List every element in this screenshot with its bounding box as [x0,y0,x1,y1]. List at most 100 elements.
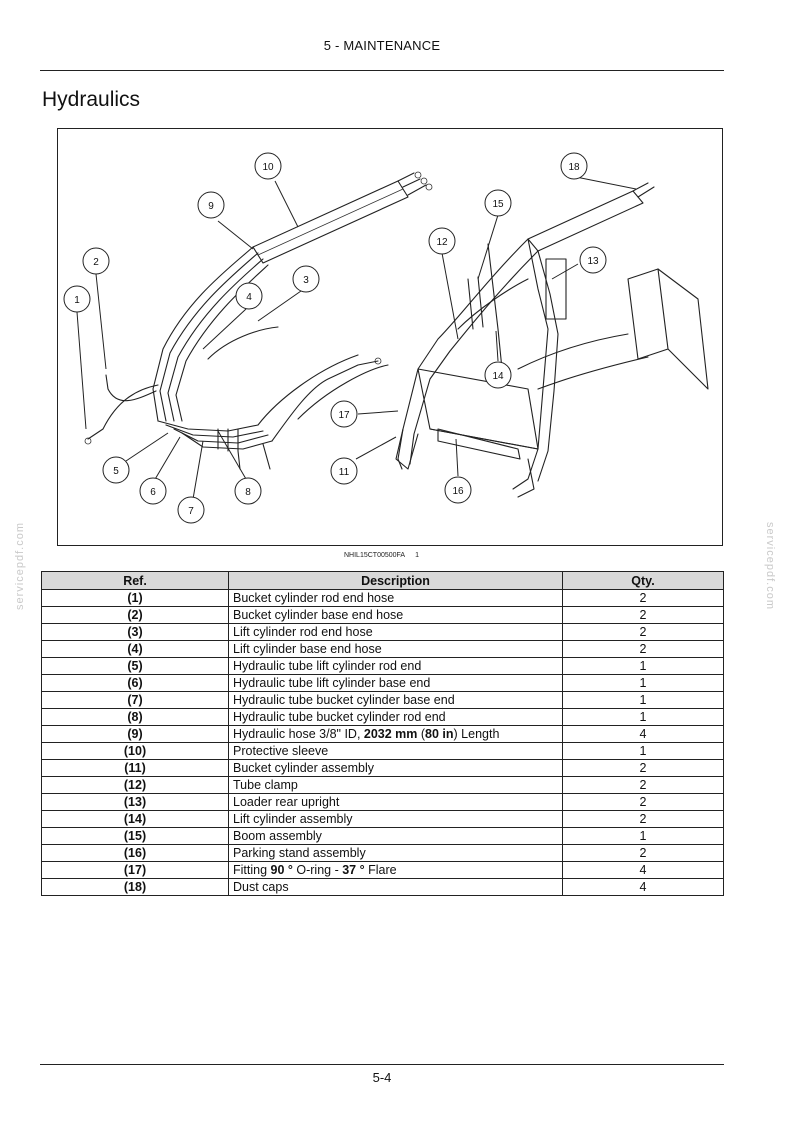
qty-cell: 2 [562,844,724,862]
ref-cell: (17) [41,861,229,879]
description-cell: Bucket cylinder rod end hose [228,589,563,607]
ref-cell: (15) [41,827,229,845]
callout-10: 10 [254,152,282,180]
callout-7: 7 [177,496,205,524]
description-cell: Bucket cylinder assembly [228,759,563,777]
hydraulics-figure: 1 2 3 4 5 6 7 8 9 10 11 12 13 14 15 16 1… [57,128,723,546]
description-cell: Lift cylinder assembly [228,810,563,828]
figure-index: 1 [415,552,419,559]
description-cell: Hydraulic tube lift cylinder base end [228,674,563,692]
description-text: ( [417,727,426,741]
description-text: 80 in [425,727,454,741]
left-hose-bundle-drawing [84,246,389,470]
description-text: Fitting [233,863,271,877]
qty-cell: 2 [562,776,724,794]
description-cell: Hydraulic hose 3/8" ID, 2032 mm (80 in) … [228,725,563,743]
svg-text:14: 14 [492,371,504,382]
qty-cell: 1 [562,691,724,709]
description-text: Tube clamp [233,778,298,792]
qty-cell: 2 [562,793,724,811]
callout-1: 1 [63,285,91,313]
description-text: Boom assembly [233,829,322,843]
ref-cell: (5) [41,657,229,675]
ref-cell: (1) [41,589,229,607]
watermark-left: servicepdf.com [14,522,26,610]
table-row: (13) Loader rear upright 2 [41,793,724,811]
callout-12: 12 [428,227,456,255]
qty-cell: 1 [562,742,724,760]
qty-cell: 4 [562,878,724,896]
qty-cell: 1 [562,657,724,675]
callout-18: 18 [560,152,588,180]
description-text: 2032 mm [363,727,418,741]
description-text: Bucket cylinder base end hose [233,608,404,622]
callout-15: 15 [484,189,512,217]
description-text: Protective sleeve [233,744,329,758]
ref-cell: (8) [41,708,229,726]
description-cell: Hydraulic tube bucket cylinder base end [228,691,563,709]
page-title: Hydraulics [42,88,141,111]
description-text: O-ring - [292,863,343,877]
description-cell: Fitting 90 ° O-ring - 37 ° Flare [228,861,563,879]
svg-text:6: 6 [150,487,156,498]
ref-cell: (3) [41,623,229,641]
description-text: Parking stand assembly [233,846,366,860]
ref-cell: (4) [41,640,229,658]
qty-cell: 2 [562,623,724,641]
callout-11: 11 [330,457,358,485]
svg-text:17: 17 [338,410,350,421]
protective-sleeve-drawing [252,171,433,264]
callout-2: 2 [82,247,110,275]
callout-8: 8 [234,477,262,505]
svg-text:5: 5 [113,466,119,477]
ref-cell: (14) [41,810,229,828]
leader-lines [76,176,637,500]
ref-cell: (13) [41,793,229,811]
description-text: Bucket cylinder assembly [233,761,375,775]
qty-cell: 1 [562,708,724,726]
ref-cell: (10) [41,742,229,760]
ref-cell: (16) [41,844,229,862]
table-row: (6)Hydraulic tube lift cylinder base end… [41,674,724,692]
qty-cell: 4 [562,725,724,743]
table-row: (10) Protective sleeve 1 [41,742,724,760]
description-cell: Hydraulic tube lift cylinder rod end [228,657,563,675]
description-text: Dust caps [233,880,289,894]
ref-cell: (7) [41,691,229,709]
description-text: Hydraulic hose 3/8" ID, [233,727,364,741]
page-number: 5-4 [372,1070,392,1085]
parts-table: Ref. Description Qty. (1)Bucket cylinder… [41,571,724,896]
callout-13: 13 [579,246,607,274]
description-cell: Dust caps [228,878,563,896]
svg-text:2: 2 [93,257,99,268]
description-text: Lift cylinder rod end hose [233,625,373,639]
description-text: Lift cylinder assembly [233,812,353,826]
svg-text:11: 11 [339,467,350,478]
section-header: 5 - MAINTENANCE [323,38,441,53]
svg-text:1: 1 [74,295,80,306]
description-text: Hydraulic tube bucket cylinder rod end [233,710,446,724]
callout-5: 5 [102,456,130,484]
svg-text:4: 4 [246,292,252,303]
qty-cell: 4 [562,861,724,879]
svg-text:16: 16 [452,486,464,497]
svg-text:3: 3 [303,275,309,286]
watermark-right: servicepdf.com [764,522,776,610]
description-cell: Tube clamp [228,776,563,794]
description-text: Loader rear upright [233,795,340,809]
callout-6: 6 [139,477,167,505]
column-header-qty: Qty. [562,571,724,590]
description-text: Bucket cylinder rod end hose [233,591,395,605]
svg-text:18: 18 [568,162,580,173]
svg-text:12: 12 [436,237,448,248]
description-cell: Lift cylinder base end hose [228,640,563,658]
